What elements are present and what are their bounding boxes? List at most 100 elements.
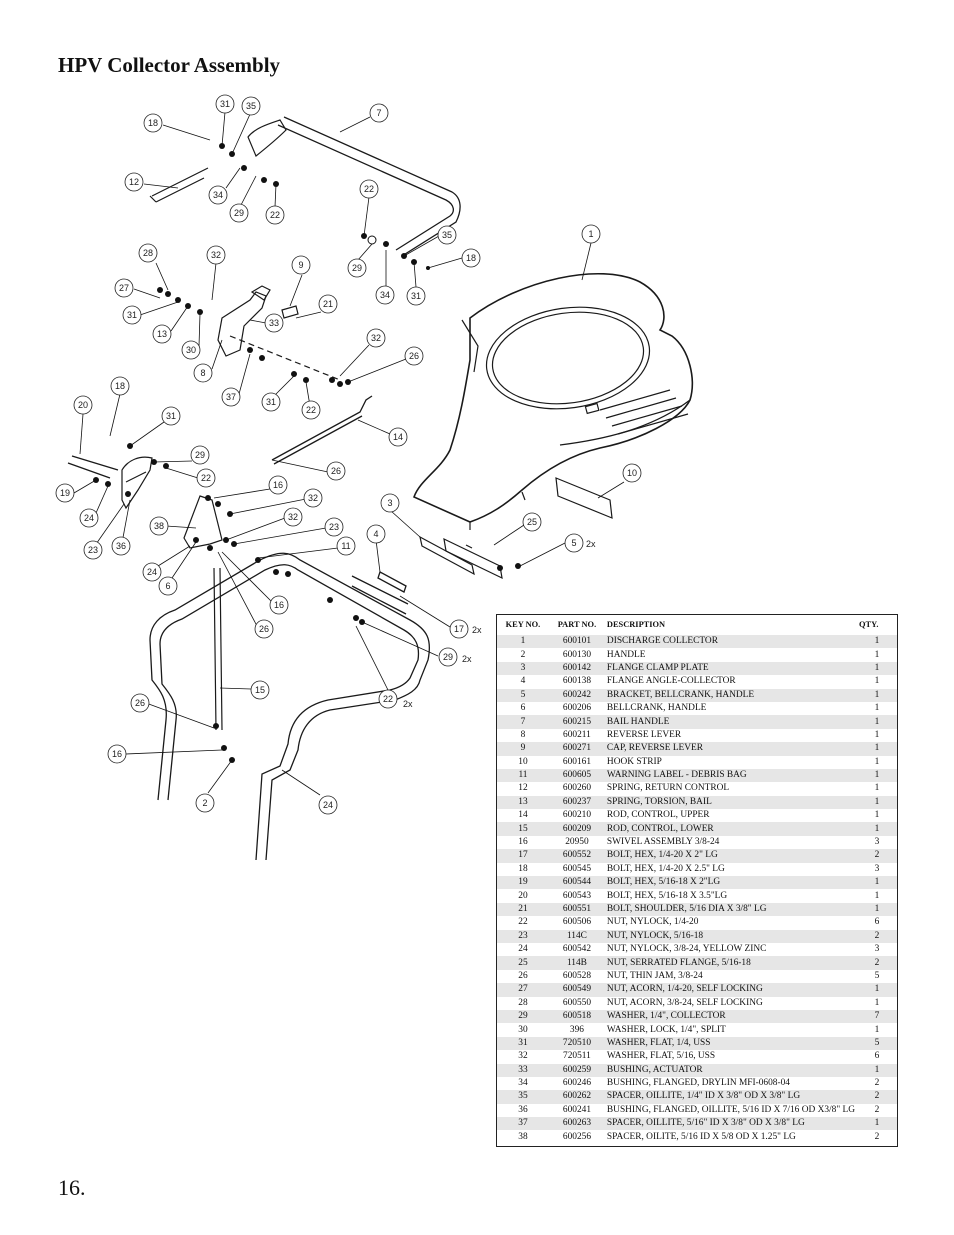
cell-part-no: 600260 — [562, 783, 591, 794]
cell-part-no: 600130 — [562, 649, 591, 660]
cell-description: HOOK STRIP — [606, 756, 662, 767]
quantity-note: 2x — [462, 654, 472, 664]
quantity-note: 2x — [472, 625, 482, 635]
callout-circle — [130, 693, 150, 713]
cell-key-no: 24 — [518, 944, 528, 955]
callout-circle — [404, 346, 424, 366]
callout-9: 9 — [291, 255, 311, 275]
callout-label: 26 — [409, 351, 419, 361]
cell-description: BAIL HANDLE — [604, 715, 857, 729]
callout-29: 29 — [229, 203, 249, 223]
callout-label: 15 — [255, 685, 265, 695]
callout-circle — [375, 285, 395, 305]
callout-19: 19 — [55, 483, 75, 503]
callout-circle — [406, 286, 426, 306]
callout-label: 23 — [329, 522, 339, 532]
cell-description: BOLT, HEX, 5/16-18 X 3.5"LG — [606, 890, 728, 901]
callout-circle — [149, 516, 169, 536]
lever-cap-drawing — [250, 285, 299, 319]
cell-qty: 1 — [857, 661, 897, 676]
callout-23: 23 — [324, 517, 344, 537]
cell-part-no: 600161 — [562, 756, 591, 767]
bellcrank-drawing — [183, 495, 223, 549]
callout-32: 32 — [283, 507, 303, 527]
callout-18: 18 — [143, 113, 163, 133]
callout-circle — [366, 524, 386, 544]
callout-circle — [581, 224, 601, 244]
callout-label: 30 — [186, 345, 196, 355]
cell-description: SPRING, TORSION, BAIL — [604, 795, 857, 810]
callout-label: 26 — [259, 624, 269, 634]
header-qty: QTY. — [857, 615, 897, 635]
callout-label: 24 — [147, 567, 157, 577]
callout-circle — [208, 185, 228, 205]
cell-qty: 1 — [857, 983, 897, 997]
callout-label: 9 — [298, 260, 303, 270]
cell-description: FLANGE CLAMP PLATE — [604, 661, 857, 676]
callout-circle — [229, 203, 249, 223]
cell-qty: 1 — [857, 1063, 897, 1077]
cell-description: WASHER, LOCK, 1/4", SPLIT — [606, 1024, 726, 1035]
cell-description: NUT, NYLOCK, 1/4-20 — [606, 917, 699, 928]
callout-circle — [461, 248, 481, 268]
cell-key-no: 18 — [518, 863, 528, 874]
cell-description: WASHER, FLAT, 5/16, USS — [606, 1051, 716, 1062]
cell-key-no: 8 — [520, 729, 526, 740]
cell-part-no: 720510 — [548, 1036, 605, 1051]
callout-label: 1 — [588, 229, 593, 239]
cell-description: DISCHARGE COLLECTOR — [604, 634, 857, 649]
callout-circle — [55, 483, 75, 503]
cell-description: BOLT, HEX, 1/4-20 X 2" LG — [604, 849, 857, 863]
reverse-lever-drawing — [217, 291, 267, 357]
callout-circle — [215, 94, 235, 114]
callout-29: 29 — [347, 258, 367, 278]
cell-description: REVERSE LEVER — [606, 729, 682, 740]
callout-label: 16 — [273, 480, 283, 490]
callout-circle — [83, 540, 103, 560]
cell-qty: 1 — [857, 822, 897, 836]
callout-label: 22 — [306, 405, 316, 415]
cell-description: BOLT, HEX, 1/4-20 X 2.5" LG — [606, 863, 725, 874]
callout-label: 12 — [129, 177, 139, 187]
bellcrank-bracket-drawing — [121, 456, 153, 510]
cell-key-no: 3 — [497, 661, 549, 676]
callout-circle — [79, 508, 99, 528]
callout-label: 29 — [195, 450, 205, 460]
callout-label: 31 — [166, 411, 176, 421]
callout-32: 32 — [366, 328, 386, 348]
callout-label: 18 — [115, 381, 125, 391]
cell-part-no: 600259 — [548, 1063, 605, 1077]
callout-label: 22 — [383, 694, 393, 704]
callout-30: 30 — [181, 340, 201, 360]
callout-label: 24 — [323, 800, 333, 810]
callout-12: 12 — [124, 172, 144, 192]
cell-description: ROD, CONTROL, UPPER — [606, 810, 710, 821]
cell-qty: 6 — [874, 917, 880, 928]
discharge-collector-drawing — [412, 272, 694, 530]
cell-description: BRACKET, BELLCRANK, HANDLE — [604, 688, 857, 702]
callout-circle — [283, 507, 303, 527]
cell-description: NUT, ACORN, 3/8-24, SELF LOCKING — [606, 997, 763, 1008]
callout-34: 34 — [208, 185, 228, 205]
callout-label: 34 — [380, 290, 390, 300]
callout-circle — [111, 536, 131, 556]
cell-part-no: 600271 — [548, 742, 605, 756]
cell-description: WASHER, FLAT, 1/4, USS — [604, 1036, 857, 1051]
lower-control-rod-drawing — [213, 567, 223, 731]
callout-29: 29 — [438, 647, 458, 667]
callout-circle — [250, 680, 270, 700]
cell-part-no: 600551 — [548, 902, 605, 917]
callout-circle — [336, 536, 356, 556]
cell-key-no: 13 — [497, 795, 549, 810]
callout-6: 6 — [158, 576, 178, 596]
cell-part-no: 600242 — [548, 688, 605, 702]
cell-description: BELLCRANK, HANDLE — [606, 703, 707, 714]
cell-description: NUT, ACORN, 1/4-20, SELF LOCKING — [604, 983, 857, 997]
callout-label: 10 — [627, 468, 637, 478]
cell-key-no: 28 — [518, 997, 528, 1008]
